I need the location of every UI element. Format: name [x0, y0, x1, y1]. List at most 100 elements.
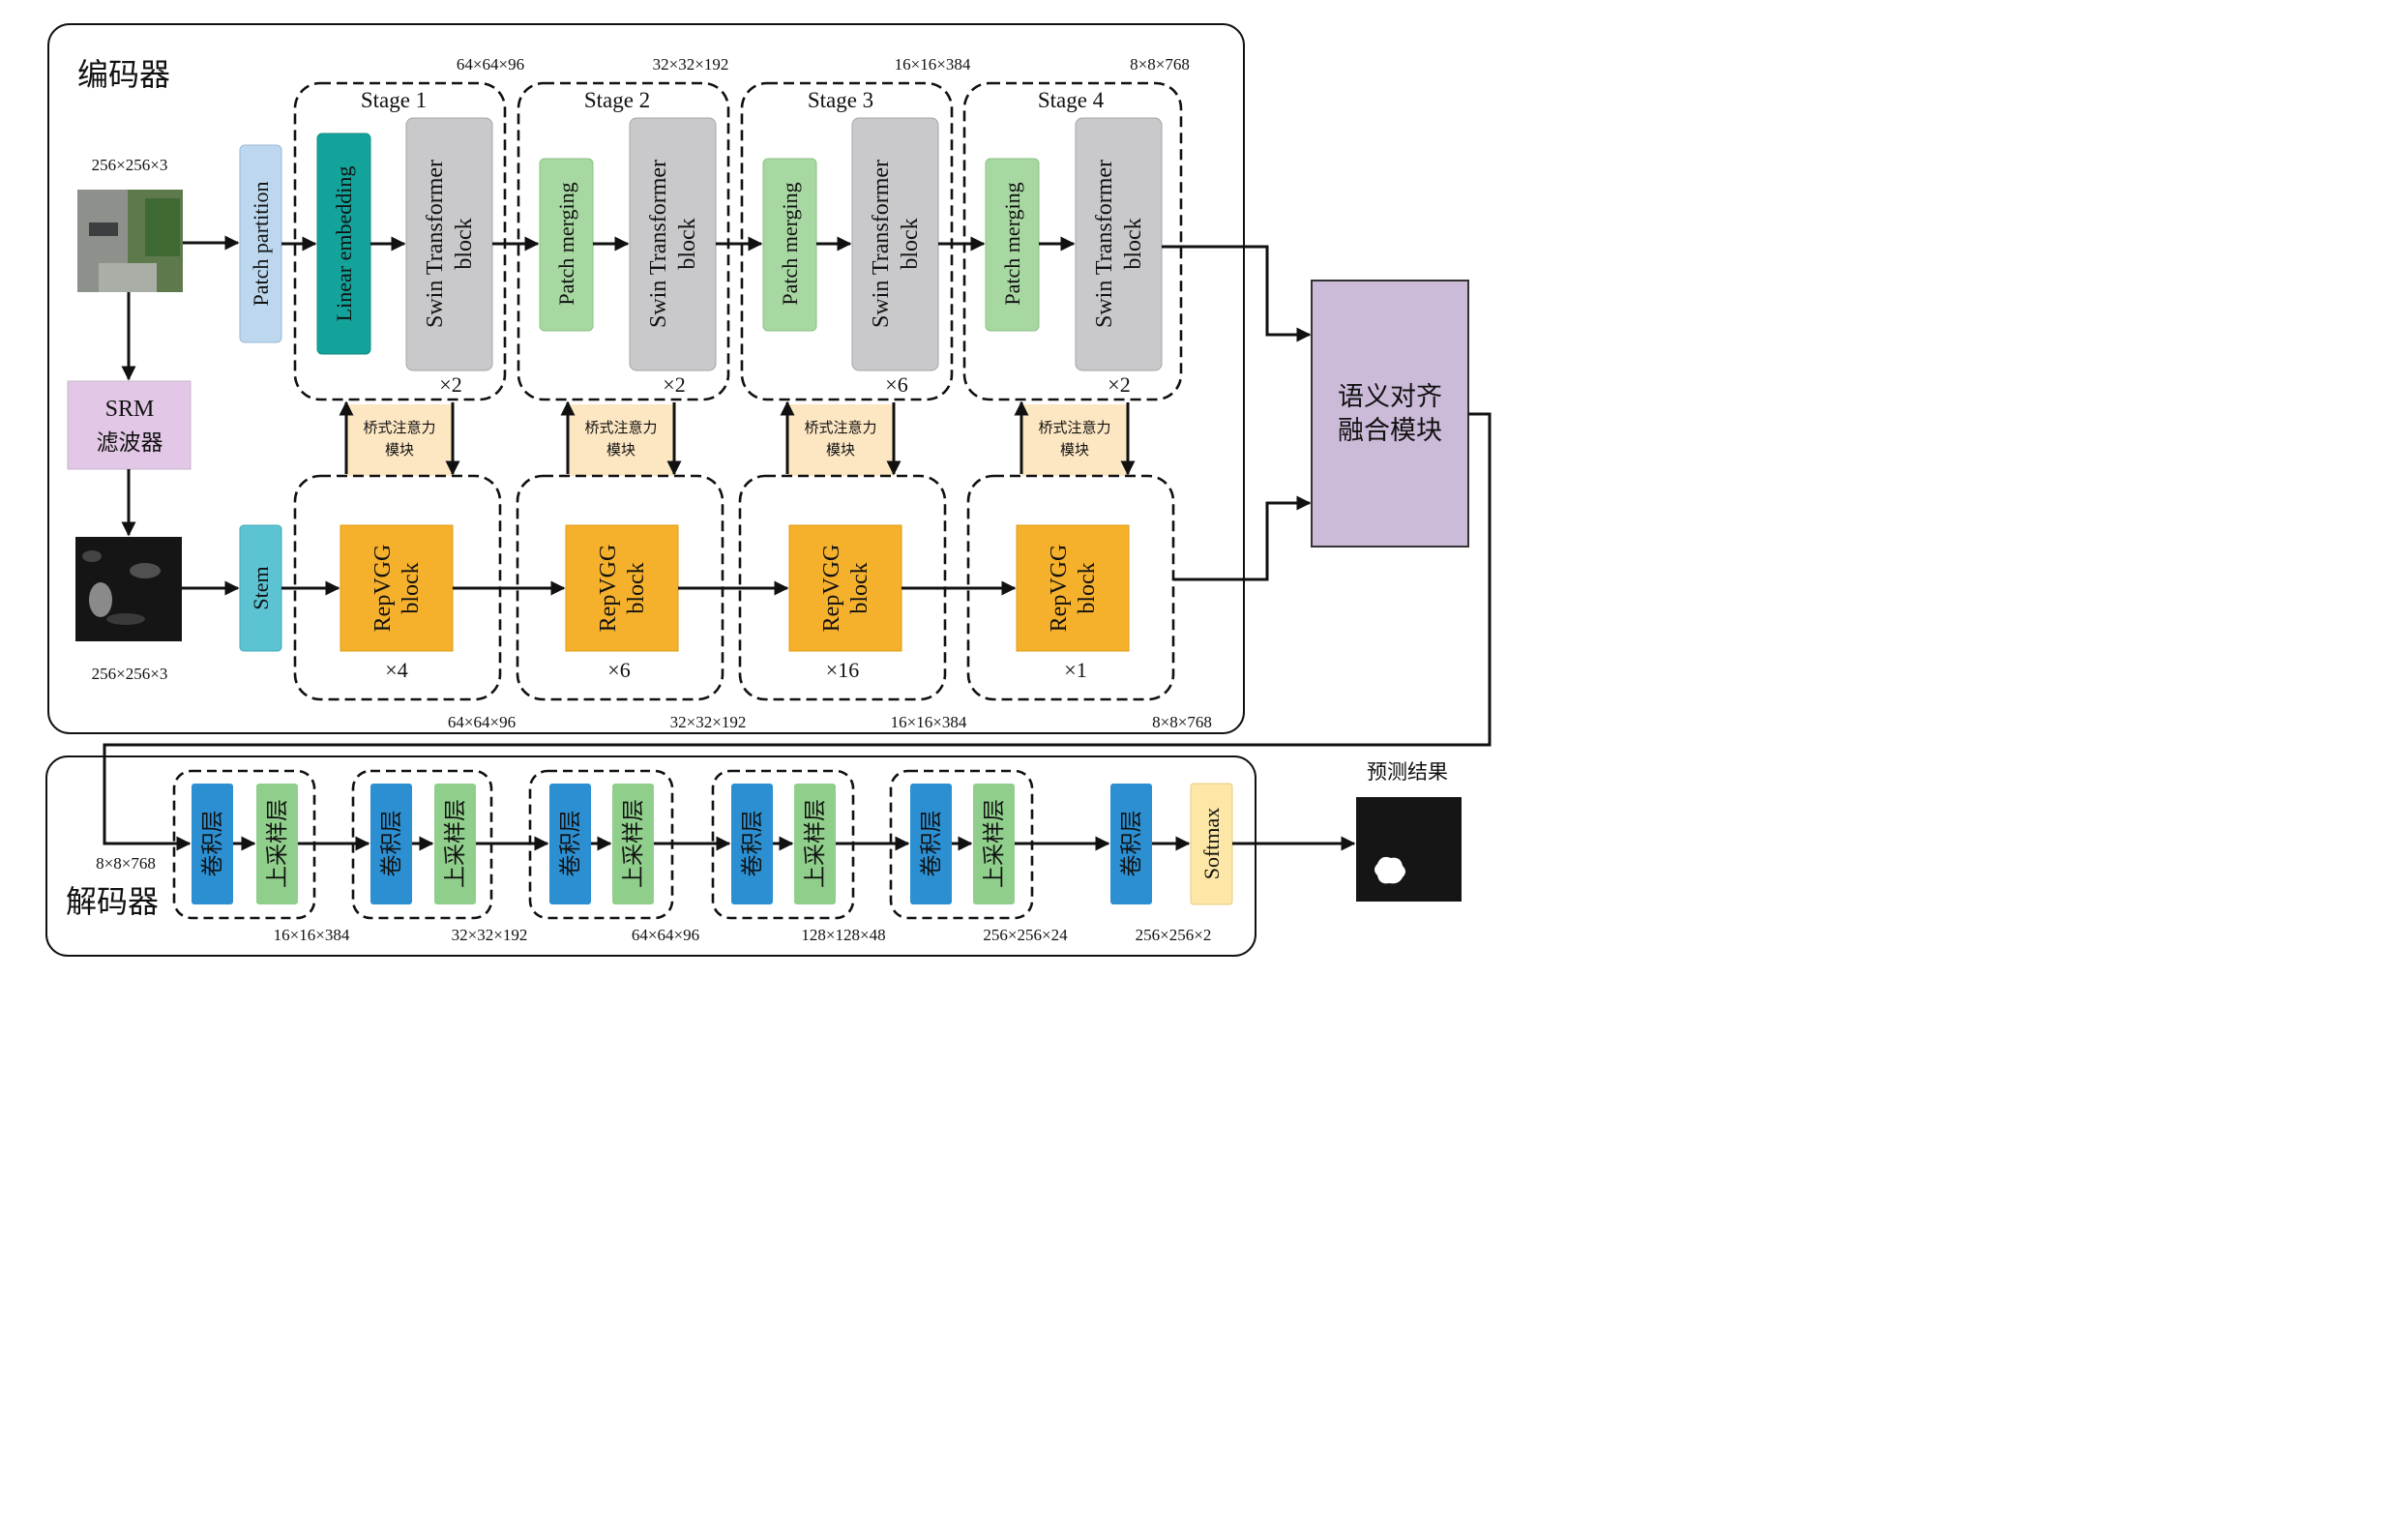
stage-1-frame: [293, 81, 507, 401]
repvgg-stage-1-dim: 64×64×96: [448, 713, 516, 731]
stage-2-swin-label-2: block: [675, 218, 700, 269]
stage-2-swin-block: [629, 117, 717, 371]
repvgg-block-3: [788, 524, 902, 652]
decoder-block-1-upsample: [256, 784, 298, 904]
decoder-block-5-upsample: [973, 784, 1015, 904]
prediction-result-title: 预测结果: [1367, 760, 1448, 784]
stage-2-swin-label-1: Swin Transformer: [646, 160, 671, 328]
stage-1-swin-repeat: ×2: [439, 372, 461, 397]
stage-3-swin-label-2: block: [898, 218, 923, 269]
decoder-title: 解码器: [66, 883, 159, 920]
decoder-final-conv: [1110, 784, 1152, 904]
decoder-block-3-conv: [549, 784, 591, 904]
input-size-label: 256×256×3: [92, 156, 168, 174]
repvgg-stage-4-dim: 8×8×768: [1152, 713, 1212, 731]
decoder-input-dim: 8×8×768: [96, 854, 156, 873]
fusion-module-label-2: 融合模块: [1338, 416, 1442, 446]
repvgg-block-4: [1016, 524, 1130, 652]
repvgg-stage-3-dim: 16×16×384: [891, 713, 967, 731]
bridge-attention-1-label-2: 模块: [385, 441, 414, 459]
bridge-attention-4: [1021, 404, 1128, 476]
bridge-attention-3-label-1: 桥式注意力: [804, 419, 876, 436]
srm-filter-label-1: SRM: [105, 397, 155, 422]
decoder-block-4-upsample: [794, 784, 836, 904]
stage-4-swin-label-1: Swin Transformer: [1092, 160, 1117, 328]
repvgg-block-3-label-2: block: [847, 562, 872, 613]
stage-1-dim: 64×64×96: [457, 55, 524, 74]
repvgg-block-2-repeat: ×6: [607, 658, 630, 682]
encoder-title: 编码器: [77, 56, 170, 93]
stage-2-merging-label: Patch merging: [554, 182, 578, 305]
encoder-frame: [47, 23, 1245, 734]
repvgg-stage-4-frame: [966, 474, 1175, 701]
decoder-frame: [45, 755, 1256, 957]
input-image: [77, 190, 183, 292]
stage-4-frame: [962, 81, 1183, 401]
repvgg-block-1-label-2: block: [399, 562, 424, 613]
srm-filter-label-2: 滤波器: [97, 430, 163, 456]
stem-label: Stem: [249, 566, 273, 609]
stage-2-frame: [517, 81, 730, 401]
decoder-final-dim: 256×256×2: [1136, 926, 1212, 944]
softmax-label: Softmax: [1199, 808, 1224, 880]
decoder-block-3-conv-label: 卷积层: [558, 811, 583, 877]
decoder-block-4-conv: [731, 784, 773, 904]
decoder-block-2-upsample-label: 上采样层: [443, 799, 468, 888]
decoder-block-1-conv: [192, 784, 233, 904]
bridge-attention-4-label-2: 模块: [1060, 441, 1089, 459]
bridge-attention-1-label-1: 桥式注意力: [363, 419, 435, 436]
stage-4-swin-repeat: ×2: [1108, 372, 1130, 397]
decoder-block-2-conv: [370, 784, 412, 904]
stage-1-swin-label-2: block: [452, 218, 477, 269]
bridge-attention-3-label-2: 模块: [826, 441, 855, 459]
stage-2-swin-repeat: ×2: [663, 372, 685, 397]
stage-2-title: Stage 2: [584, 88, 650, 112]
stage-1-swin-label-1: Swin Transformer: [423, 160, 448, 328]
bridge-attention-1: [346, 404, 453, 476]
repvgg-block-3-label-1: RepVGG: [819, 545, 844, 633]
stage-3-swin-repeat: ×6: [885, 372, 907, 397]
srm-size-label: 256×256×3: [92, 665, 168, 683]
bridge-attention-2-label-1: 桥式注意力: [584, 419, 657, 436]
repvgg-block-4-label-1: RepVGG: [1047, 545, 1072, 633]
stage-4-swin-label-2: block: [1121, 218, 1146, 269]
srm-filter-box: [67, 380, 192, 470]
connectors: [103, 235, 1492, 851]
stage-1-swin-block: [405, 117, 493, 371]
stage-4-swin-block: [1075, 117, 1163, 371]
decoder-block-5-conv: [910, 784, 952, 904]
repvgg-block-3-repeat: ×16: [826, 658, 859, 682]
repvgg-block-2: [565, 524, 679, 652]
patch-partition-label: Patch partition: [249, 182, 273, 307]
repvgg-block-4-repeat: ×1: [1064, 658, 1086, 682]
fusion-module-box: [1311, 280, 1469, 548]
decoder-block-4-conv-label: 卷积层: [740, 811, 765, 877]
decoder-final-conv-label: 卷积层: [1119, 811, 1144, 877]
decoder-block-1-conv-label: 卷积层: [200, 811, 225, 877]
prediction-result-image: [1356, 797, 1462, 902]
decoder-block-5-dim: 256×256×24: [983, 926, 1068, 944]
linear-embedding-label: Linear embedding: [332, 166, 356, 322]
stage-1-title: Stage 1: [361, 88, 427, 112]
repvgg-block-1-repeat: ×4: [385, 658, 407, 682]
decoder-block-4-dim: 128×128×48: [801, 926, 885, 944]
stage-3-swin-block: [851, 117, 939, 371]
stage-3-frame: [740, 81, 954, 401]
decoder-block-1-dim: 16×16×384: [274, 926, 350, 944]
bridge-attention-2-label-2: 模块: [606, 441, 635, 459]
decoder-block-2-conv-label: 卷积层: [379, 811, 404, 877]
stage-4-dim: 8×8×768: [1130, 55, 1190, 74]
stage-4-merging-label: Patch merging: [1000, 182, 1024, 305]
decoder-block-1-upsample-label: 上采样层: [265, 799, 290, 888]
decoder-block-3-dim: 64×64×96: [632, 926, 699, 944]
decoder-block-5-conv-label: 卷积层: [919, 811, 944, 877]
stage-3-merging-label: Patch merging: [778, 182, 802, 305]
bridge-attention-2: [568, 404, 674, 476]
network-architecture-diagram: 编码器 256×256×3 256×256×3 SRM 滤波器 Patch pa…: [45, 23, 1492, 957]
stage-3-title: Stage 3: [808, 88, 873, 112]
decoder-block-5-upsample-label: 上采样层: [982, 799, 1007, 888]
repvgg-block-2-label-1: RepVGG: [596, 545, 621, 633]
repvgg-stage-2-dim: 32×32×192: [670, 713, 747, 731]
repvgg-block-1-label-1: RepVGG: [370, 545, 396, 633]
decoder-block-2-dim: 32×32×192: [452, 926, 528, 944]
